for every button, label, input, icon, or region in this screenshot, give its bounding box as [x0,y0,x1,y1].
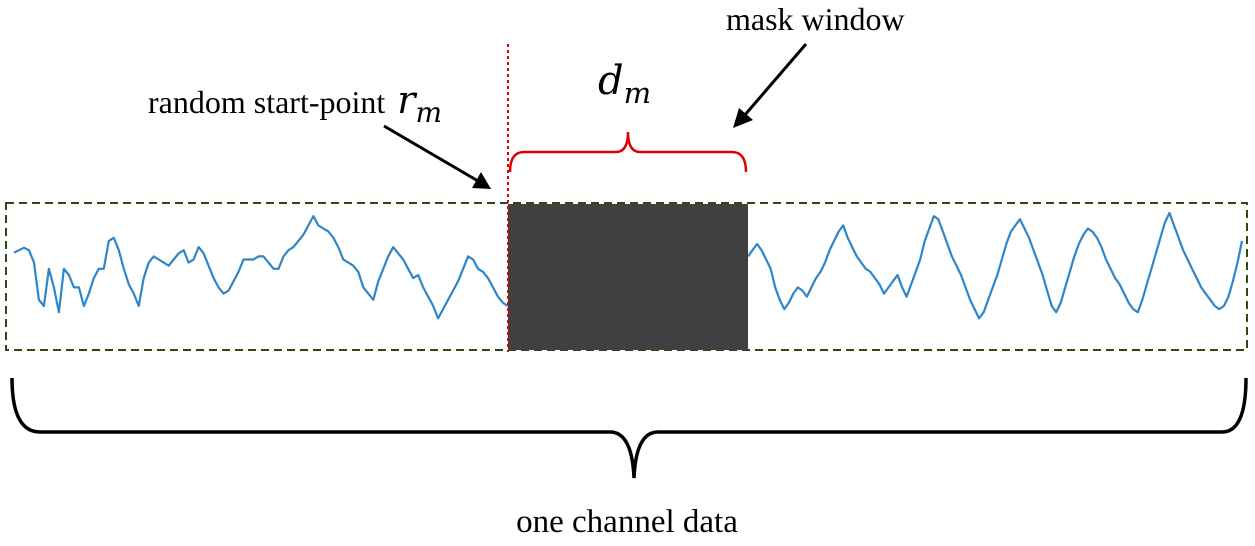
mask-window-arrowhead [733,108,753,128]
random-start-arrowhead [472,172,491,189]
mask-length-label: dm [598,58,651,110]
channel-brace [10,377,1248,479]
mask-length-brace [508,131,748,173]
random-start-arrow [383,124,479,183]
signal-waveform-left [13,215,509,320]
signal-waveform-right [747,211,1244,320]
random-start-label: random start-point rm [148,78,442,129]
mask-window-arrow [742,43,808,117]
mask-window-block [508,204,748,350]
mask-window-label: mask window [726,1,905,37]
channel-label: one channel data [516,504,738,540]
